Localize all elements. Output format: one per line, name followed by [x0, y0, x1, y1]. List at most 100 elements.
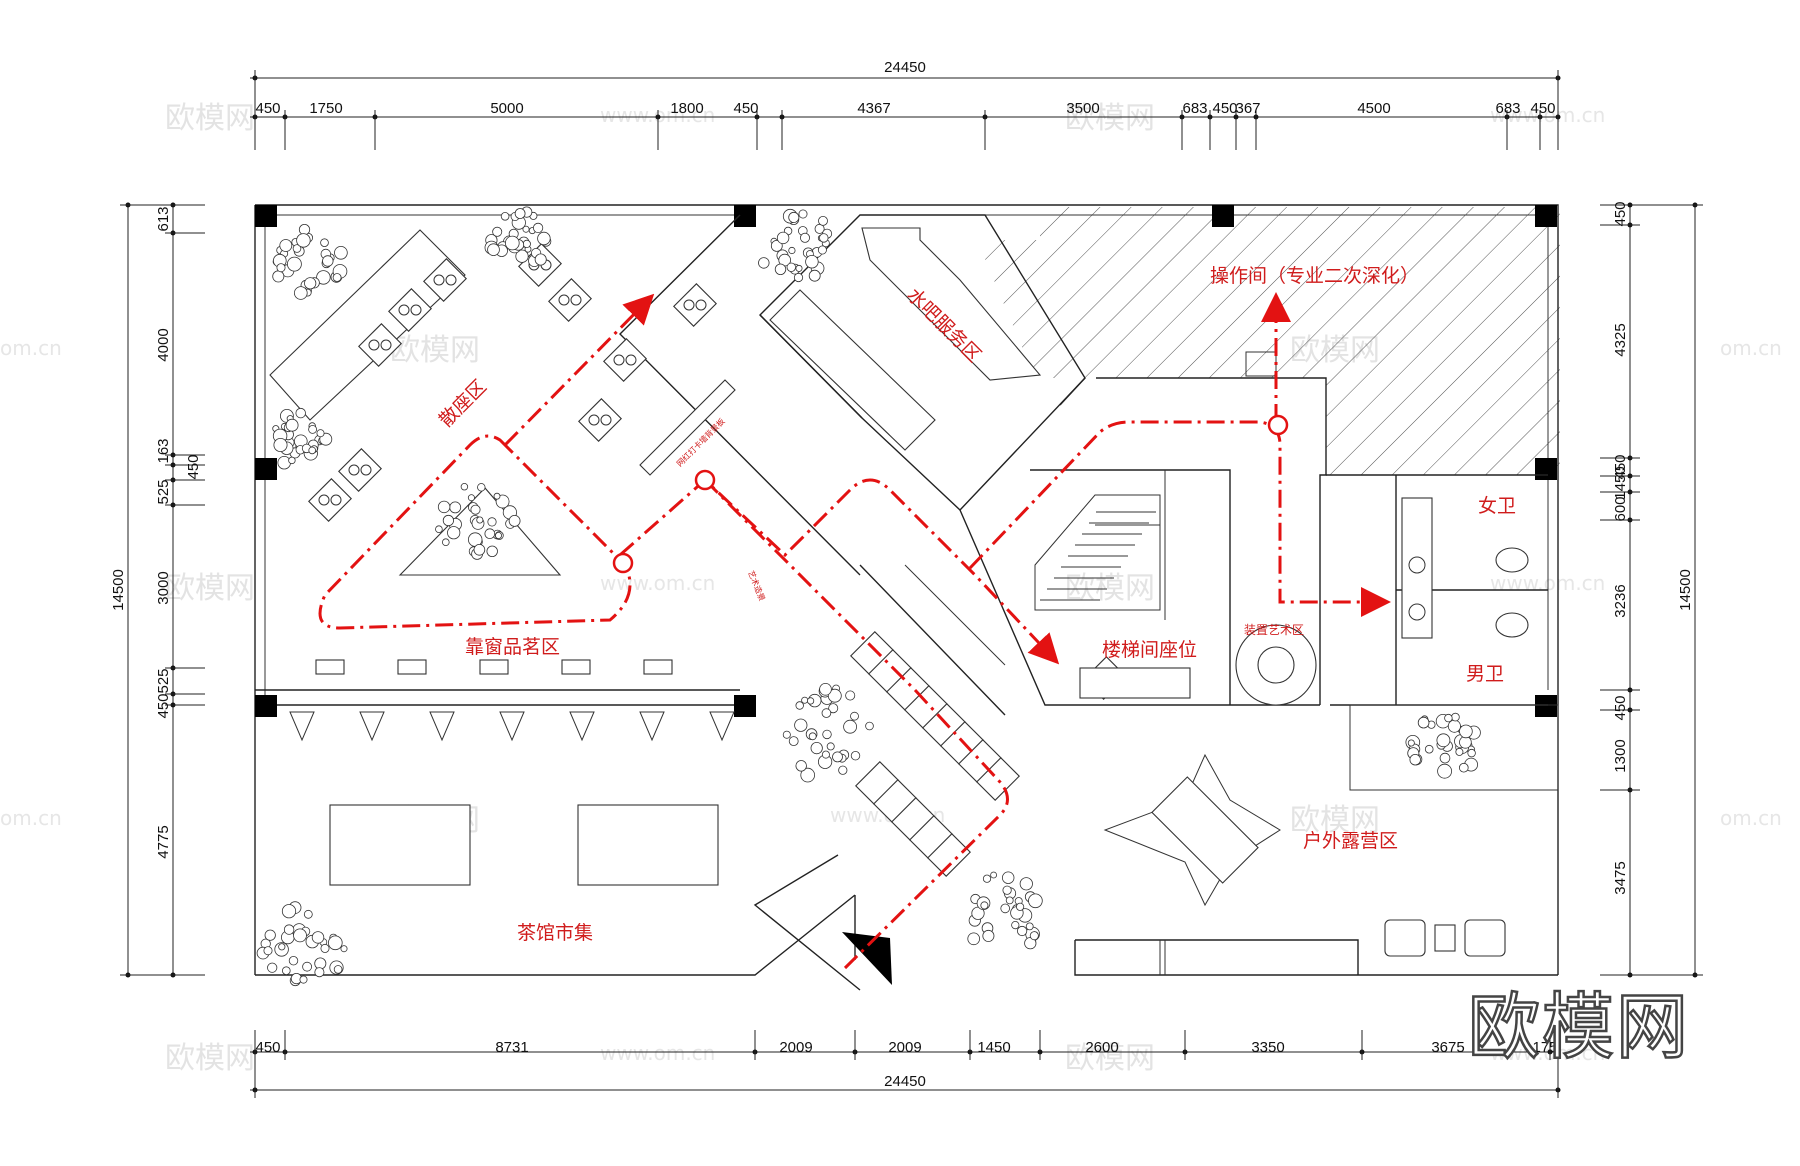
- watermark: 欧模网: [1290, 803, 1380, 838]
- brand-watermark: 欧模网: [1467, 984, 1691, 1071]
- zone-label-stair-seating: 楼梯间座位: [1102, 639, 1197, 661]
- structural-columns: [255, 205, 1557, 717]
- awning-bracket: [499, 711, 525, 742]
- right-dim: 600: [1612, 496, 1629, 521]
- interior-partitions: [619, 214, 1559, 991]
- watermark: 欧模网: [1065, 1041, 1155, 1076]
- stair-seating-table: [1079, 667, 1191, 699]
- top-total-dim: 24450: [884, 59, 926, 76]
- bottom-dim: 1450: [977, 1039, 1010, 1056]
- table-set: [578, 398, 622, 442]
- right-dim: 3475: [1612, 861, 1629, 894]
- installation-art-sculpture: [1257, 646, 1295, 684]
- awning-bracket: [639, 711, 665, 742]
- zone-label-outdoor-camping: 户外露营区: [1303, 830, 1398, 852]
- bottom-total-dim: 24450: [884, 1073, 926, 1090]
- watermark-url: om.cn: [0, 336, 62, 360]
- landscape-trees: [256, 206, 1481, 987]
- table-set: [673, 283, 717, 327]
- top-dim: 367: [1235, 100, 1260, 117]
- right-dim: 1450: [1612, 466, 1629, 499]
- route-arrow: [619, 477, 1060, 665]
- tea-cart: [577, 804, 719, 886]
- bar-stool: [315, 659, 345, 675]
- north-arrow-icon: [842, 932, 892, 985]
- watermark-url: om.cn: [1720, 336, 1782, 360]
- tree: [967, 871, 1043, 950]
- tree: [782, 682, 874, 783]
- bar-stool: [479, 659, 509, 675]
- tree: [256, 901, 348, 987]
- tree: [272, 224, 348, 300]
- awning-bracket: [289, 711, 315, 742]
- bottom-dim: 8731: [495, 1039, 528, 1056]
- dimension-labels: 24450 450 1750 5000 1800 450 4367 3500 6…: [110, 59, 1694, 1090]
- watermark: 欧模网: [165, 571, 255, 606]
- table-set: [358, 323, 402, 367]
- armchair: [1384, 919, 1426, 957]
- operation-room-hatch: [977, 207, 1560, 475]
- circulation-routes: [318, 292, 1391, 970]
- furniture-layer: [269, 227, 1529, 985]
- left-dim: 4775: [155, 825, 172, 858]
- top-dim: 450: [733, 100, 758, 117]
- zone-label-operation-room: 操作间（专业二次深化）: [1210, 265, 1419, 287]
- right-dim: 450: [1612, 201, 1629, 226]
- left-total-dim: 14500: [110, 569, 127, 611]
- display-box: [927, 833, 971, 877]
- left-dim: 163: [155, 438, 172, 463]
- top-dim: 450: [1530, 100, 1555, 117]
- side-table: [1434, 924, 1456, 952]
- watermark: 欧模网: [390, 333, 480, 368]
- bottom-dim: 3675: [1431, 1039, 1464, 1056]
- watermark: 欧模网: [1065, 101, 1155, 136]
- right-total-dim: 14500: [1677, 569, 1694, 611]
- tea-cart: [329, 804, 471, 886]
- watermark-url: www.om.cn: [600, 571, 715, 595]
- washbasin: [1408, 603, 1426, 621]
- route-arrow: [503, 293, 655, 447]
- awning-bracket: [429, 711, 455, 742]
- table-set: [603, 338, 647, 382]
- top-dim: 683: [1182, 100, 1207, 117]
- outdoor-table: [1151, 776, 1259, 884]
- zone-label-female-wc: 女卫: [1478, 495, 1516, 517]
- tree: [435, 483, 521, 560]
- top-dim: 3500: [1066, 100, 1099, 117]
- bar-stool: [397, 659, 427, 675]
- top-dim: 450: [255, 100, 280, 117]
- route: [703, 478, 1009, 970]
- awning-bracket: [569, 711, 595, 742]
- right-dim: 3236: [1612, 584, 1629, 617]
- table-set: [548, 278, 592, 322]
- bottom-dim: 3350: [1251, 1039, 1284, 1056]
- bottom-dim: 450: [255, 1039, 280, 1056]
- staircase: [1034, 470, 1166, 620]
- watermark-layer: 欧模网 www.om.cn 欧模网 www.om.cn om.cn 欧模网 欧模…: [0, 101, 1782, 1076]
- tree: [484, 206, 552, 267]
- bottom-dim: 2600: [1085, 1039, 1118, 1056]
- watermark-url: www.om.cn: [1490, 1041, 1605, 1065]
- top-dim: 683: [1495, 100, 1520, 117]
- washbasin: [1408, 556, 1426, 574]
- watermark: 欧模网: [165, 1041, 255, 1076]
- dimension-ticks: [120, 70, 1703, 1098]
- right-dim: 4325: [1612, 323, 1629, 356]
- zone-label-teahouse-market: 茶馆市集: [517, 922, 593, 944]
- right-dim: 1300: [1612, 739, 1629, 772]
- zone-label-male-wc: 男卫: [1466, 663, 1504, 685]
- watermark-url: om.cn: [1720, 806, 1782, 830]
- tree: [272, 407, 333, 470]
- zone-label-window-tea: 靠窗品茗区: [465, 636, 560, 658]
- top-dim: 1750: [309, 100, 342, 117]
- bar-stool: [561, 659, 591, 675]
- washbasin-counter: [1401, 497, 1433, 639]
- route-arrow: [968, 420, 1391, 617]
- table-set: [338, 448, 382, 492]
- route-node: [612, 552, 634, 574]
- left-dim: 3000: [155, 571, 172, 604]
- bottom-dim: 175: [1532, 1039, 1557, 1056]
- bar-stool: [643, 659, 673, 675]
- toilet: [1495, 547, 1529, 573]
